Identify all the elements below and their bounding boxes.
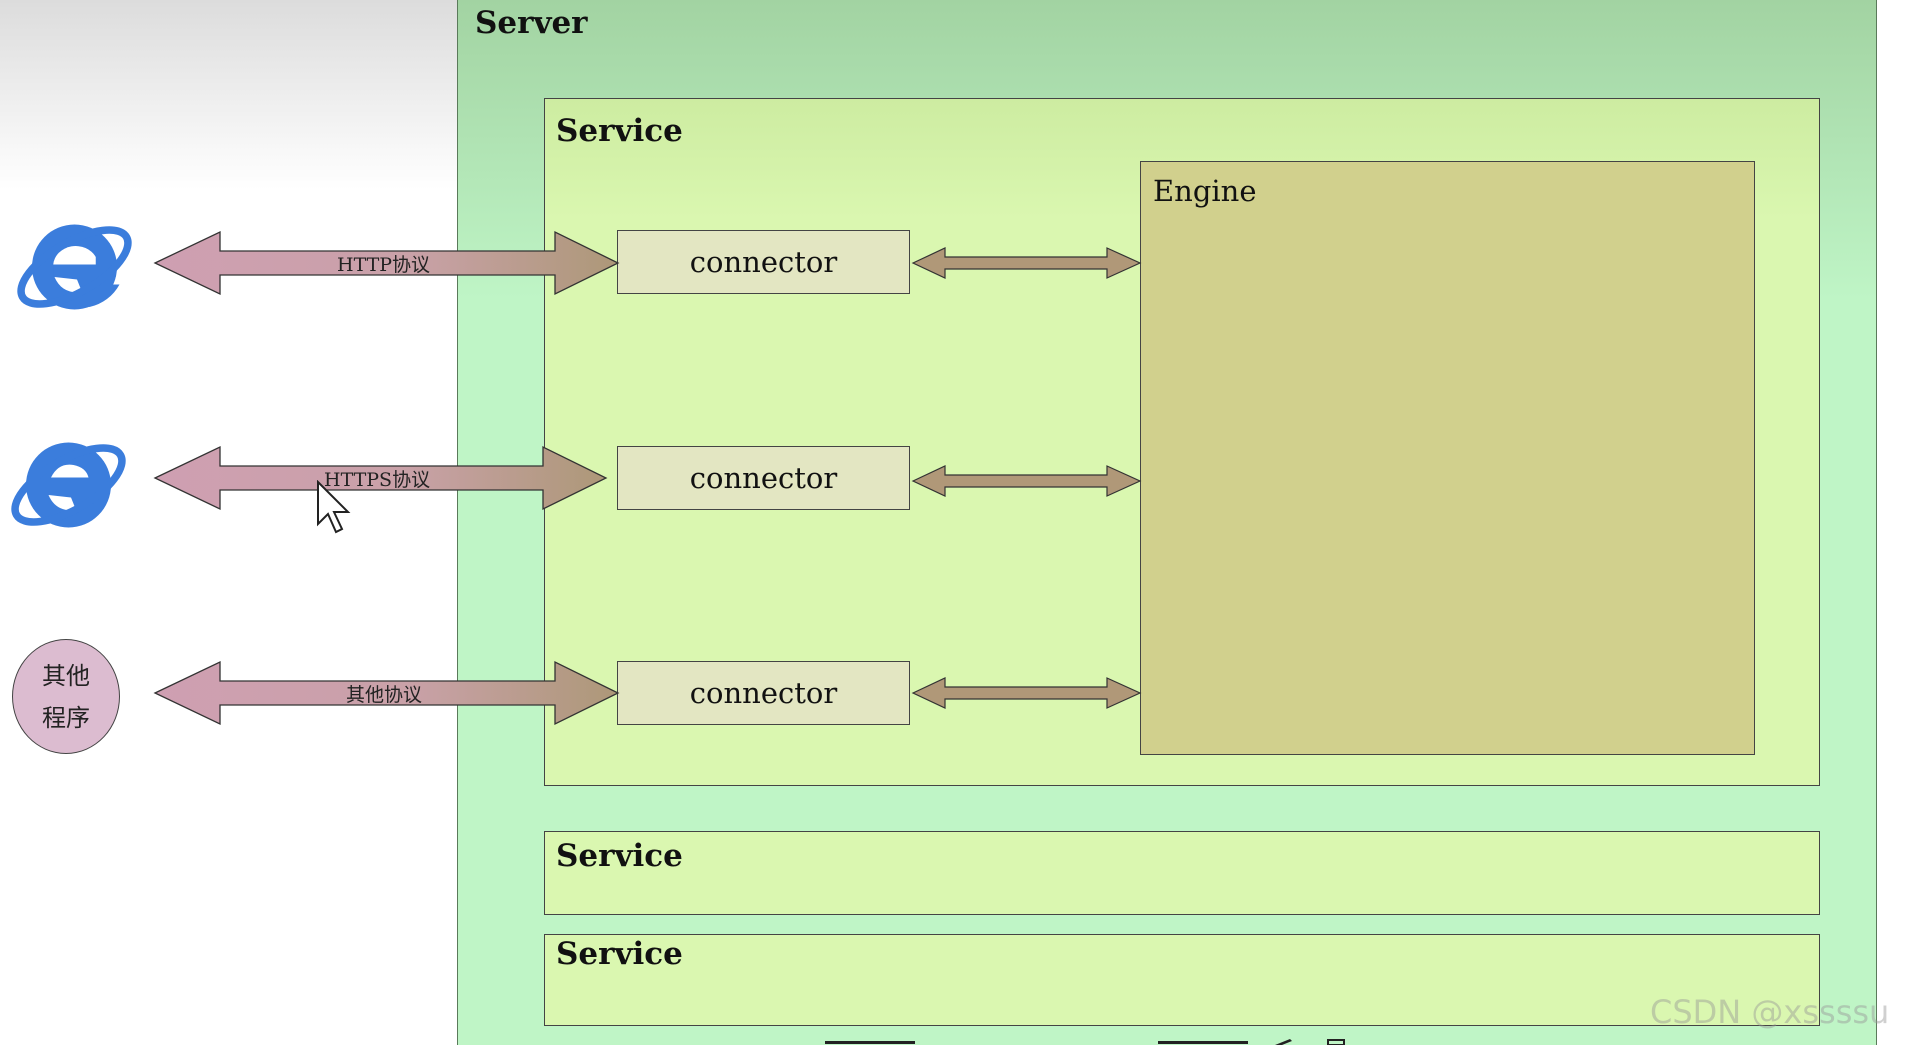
engine-box [1140, 161, 1755, 755]
connector-engine-arrow [911, 465, 1142, 497]
service-title: Service [556, 838, 683, 874]
protocol-arrow-http [153, 230, 620, 296]
protocol-arrow-other [153, 660, 620, 726]
other-program-label: 程序 [42, 703, 90, 732]
service-box [544, 934, 1820, 1026]
other-program-label: 其他 [42, 661, 90, 690]
protocol-label-http: HTTP协议 [337, 254, 431, 276]
service-title: Service [556, 936, 683, 972]
internet-explorer-icon [17, 224, 132, 310]
service-box [544, 831, 1820, 915]
other-program-node: 其他 程序 [12, 639, 120, 754]
connector-box: connector [617, 230, 910, 294]
connector-box: connector [617, 661, 910, 725]
protocol-arrow-https [153, 445, 608, 511]
protocol-label-https: HTTPS协议 [324, 469, 431, 491]
connector-engine-arrow [911, 247, 1142, 279]
partial-bottom-shapes [825, 1039, 1345, 1045]
connector-box: connector [617, 446, 910, 510]
mouse-cursor-icon [317, 480, 351, 534]
background-fade [0, 0, 458, 190]
watermark-text: CSDN @xssssu [1650, 993, 1890, 1031]
server-title: Server [475, 5, 588, 41]
engine-title: Engine [1153, 174, 1257, 208]
internet-explorer-icon [11, 442, 126, 528]
connector-engine-arrow [911, 677, 1142, 709]
service-title: Service [556, 113, 683, 149]
protocol-label-other: 其他协议 [346, 684, 423, 706]
